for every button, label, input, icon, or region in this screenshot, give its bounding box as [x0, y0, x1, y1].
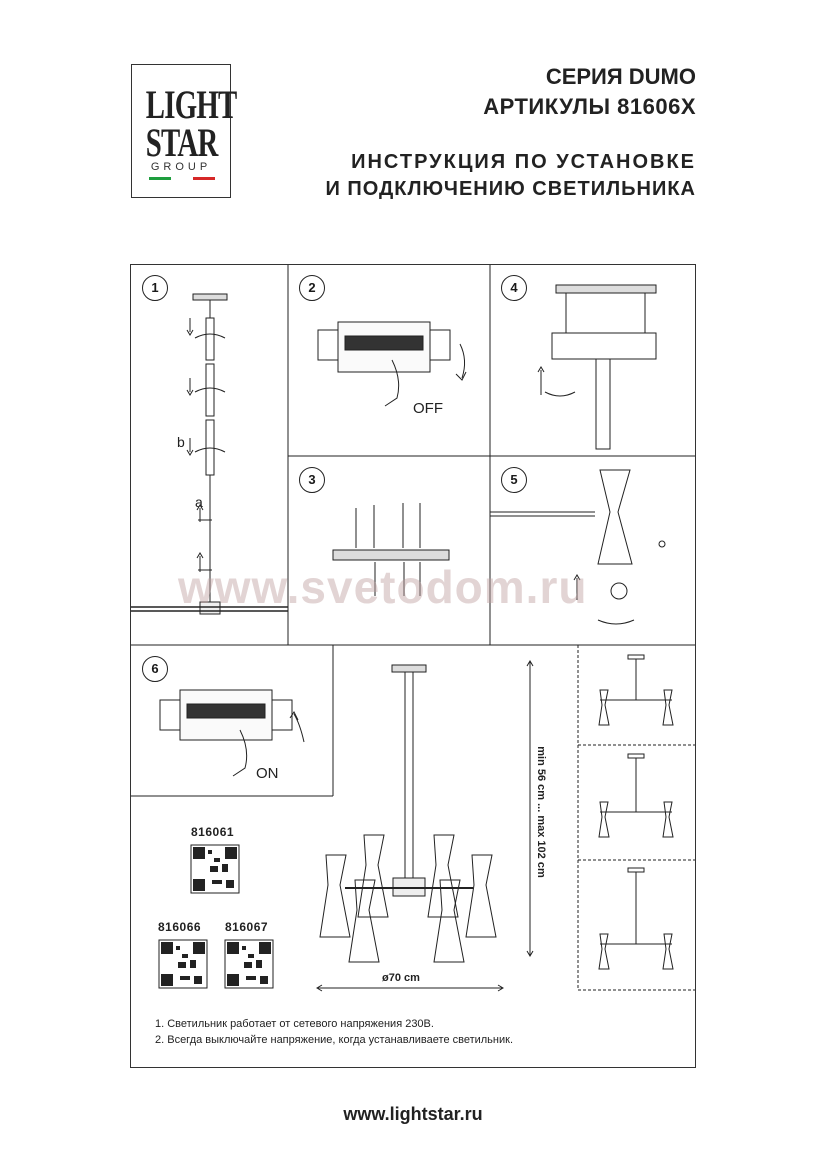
step5-shade-bulb-drawing	[490, 469, 666, 625]
chandelier-variant-short	[598, 654, 674, 726]
logo: LIGHT STAR GROUP	[131, 64, 237, 198]
step-number-4: 4	[501, 275, 527, 301]
diameter-dimension-label: ø70 cm	[382, 972, 420, 984]
logo-text-group: GROUP	[150, 161, 212, 173]
instruction-title-line1: ИНСТРУКЦИЯ ПО УСТАНОВКЕ	[351, 151, 696, 173]
step4-canopy-drawing	[537, 284, 657, 450]
instruction-title-line2: И ПОДКЛЮЧЕНИЮ СВЕТИЛЬНИКА	[325, 178, 696, 200]
label-b: b	[177, 434, 185, 450]
footer-website[interactable]: www.lightstar.ru	[343, 1104, 483, 1124]
step1-rod-assembly-drawing	[131, 293, 288, 615]
height-dimension-label: min 56 cm ... max 102 cm	[535, 746, 547, 878]
step3-mounting-plate-drawing	[332, 503, 450, 596]
article-code-816061: 816061	[191, 825, 235, 839]
step-number-1: 1	[142, 275, 168, 301]
qr-code-816066	[158, 939, 208, 989]
instruction-frame	[130, 264, 696, 1068]
step-number-6: 6	[142, 656, 168, 682]
qr-code-816061	[190, 844, 240, 894]
breaker-off-label: OFF	[413, 400, 443, 417]
step2-breaker-off-drawing	[317, 321, 467, 407]
article-code-816066: 816066	[158, 920, 202, 934]
step6-breaker-on-drawing	[159, 689, 305, 777]
article-code-816067: 816067	[225, 920, 269, 934]
italian-flag-stripe	[149, 177, 215, 180]
series-title: СЕРИЯ DUMO	[545, 64, 696, 89]
step-number-2: 2	[299, 275, 325, 301]
qr-code-816067	[224, 939, 274, 989]
label-a: a	[195, 494, 203, 510]
note-1: 1. Светильник работает от сетевого напря…	[155, 1018, 434, 1030]
chandelier-main-drawing	[316, 660, 534, 992]
note-2: 2. Всегда выключайте напряжение, когда у…	[155, 1034, 514, 1046]
chandelier-variant-medium	[598, 753, 674, 838]
articles-title: АРТИКУЛЫ 81606X	[483, 94, 696, 119]
step-number-3: 3	[299, 467, 325, 493]
chandelier-variant-long	[598, 867, 674, 970]
step-number-5: 5	[501, 467, 527, 493]
logo-text-star: STAR	[145, 120, 219, 165]
watermark: www.svetodom.ru	[178, 561, 588, 613]
breaker-on-label: ON	[256, 765, 279, 782]
